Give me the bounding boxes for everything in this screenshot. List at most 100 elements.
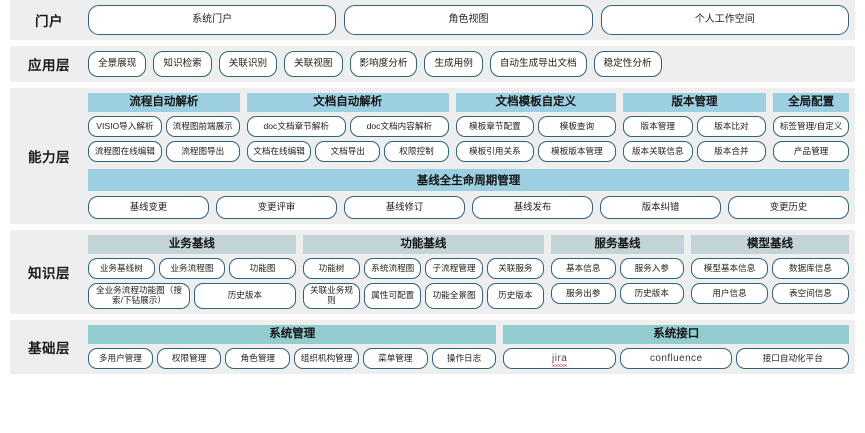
knowledge-item-功能树[interactable]: 功能树 — [302, 258, 361, 280]
capability-item-标签管理-自定义[interactable]: 标签管理/自定义 — [773, 116, 849, 138]
application-button-全景展现[interactable]: 全景展现 — [88, 51, 147, 77]
application-button-知识检索[interactable]: 知识检索 — [153, 51, 212, 77]
confluence-label: confluence — [650, 352, 703, 364]
group-items-服务基线: 基本信息服务入参服务出参历史版本 — [550, 254, 685, 305]
capability-item-权限控制[interactable]: 权限控制 — [384, 141, 449, 163]
capability-item-doc文档内容解析[interactable]: doc文档内容解析 — [349, 116, 449, 138]
capability-item-模板引用关系[interactable]: 模板引用关系 — [455, 141, 534, 163]
portal-button-个人工作空间[interactable]: 个人工作空间 — [600, 5, 849, 35]
capability-item-版本合并[interactable]: 版本合并 — [696, 141, 767, 163]
capability-band-button-变更评审[interactable]: 变更评审 — [216, 196, 337, 220]
capability-item-文档在线编辑[interactable]: 文档在线编辑 — [246, 141, 312, 163]
group-全局配置: 全局配置标签管理/自定义产品管理 — [773, 93, 849, 163]
band-title-基线全生命周期管理: 基线全生命周期管理 — [88, 169, 849, 192]
application-button-自动生成导出文档[interactable]: 自动生成导出文档 — [489, 51, 587, 77]
capability-item-版本比对[interactable]: 版本比对 — [696, 116, 767, 138]
capability-item-流程图前端展示[interactable]: 流程图前端展示 — [165, 116, 240, 138]
capability-item-流程图导出[interactable]: 流程图导出 — [165, 141, 240, 163]
item-row: 模板章节配置模板查询 — [455, 116, 616, 138]
knowledge-item-用户信息[interactable]: 用户信息 — [691, 283, 769, 305]
knowledge-item-功能全景图[interactable]: 功能全景图 — [425, 283, 483, 309]
item-row: 功能树系统流程图子流程管理关联服务 — [302, 258, 544, 280]
capability-item-文档导出[interactable]: 文档导出 — [315, 141, 381, 163]
layer-knowledge: 知识层业务基线业务基线树业务流程图功能图全业务流程功能图（搜索/下钻展示）历史版… — [10, 230, 855, 314]
group-title-文档模板自定义: 文档模板自定义 — [455, 93, 616, 113]
item-row: 用户信息表空间信息 — [691, 283, 850, 305]
base-item-权限管理[interactable]: 权限管理 — [156, 347, 222, 369]
application-button-生成用例[interactable]: 生成用例 — [424, 51, 483, 77]
item-row: 模型基本信息数据库信息 — [691, 258, 850, 280]
group-items-流程自动解析: VISIO导入解析流程图前端展示流程图在线编辑流程图导出 — [88, 112, 240, 163]
item-row: 标签管理/自定义 — [773, 116, 849, 138]
knowledge-item-属性可配置[interactable]: 属性可配置 — [364, 283, 422, 309]
capability-band-button-基线发布[interactable]: 基线发布 — [472, 196, 593, 220]
knowledge-item-关联服务[interactable]: 关联服务 — [486, 258, 544, 280]
knowledge-item-表空间信息[interactable]: 表空间信息 — [772, 283, 850, 305]
knowledge-item-历史版本[interactable]: 历史版本 — [193, 283, 296, 309]
knowledge-item-系统流程图[interactable]: 系统流程图 — [364, 258, 422, 280]
capability-item-模板版本管理[interactable]: 模板版本管理 — [537, 141, 616, 163]
knowledge-item-业务流程图[interactable]: 业务流程图 — [158, 258, 226, 280]
knowledge-item-模型基本信息[interactable]: 模型基本信息 — [691, 258, 769, 280]
group-title-流程自动解析: 流程自动解析 — [88, 93, 240, 113]
capability-item-版本关联信息[interactable]: 版本关联信息 — [622, 141, 693, 163]
group-系统管理: 系统管理多用户管理权限管理角色管理组织机构管理菜单管理操作日志 — [88, 324, 497, 369]
base-item-多用户管理[interactable]: 多用户管理 — [88, 347, 153, 369]
group-items-版本管理: 版本管理版本比对版本关联信息版本合并 — [622, 112, 767, 163]
capability-item-visio导入解析[interactable]: VISIO导入解析 — [88, 116, 162, 138]
capability-item-模板章节配置[interactable]: 模板章节配置 — [455, 116, 534, 138]
knowledge-item-子流程管理[interactable]: 子流程管理 — [425, 258, 483, 280]
knowledge-item-服务出参[interactable]: 服务出参 — [550, 283, 616, 305]
item-row: VISIO导入解析流程图前端展示 — [88, 116, 240, 138]
group-items-系统管理: 多用户管理权限管理角色管理组织机构管理菜单管理操作日志 — [88, 344, 497, 369]
item-row: 关联业务规则属性可配置功能全景图历史版本 — [302, 283, 544, 309]
group-title-全局配置: 全局配置 — [773, 93, 849, 113]
base-item-组织机构管理[interactable]: 组织机构管理 — [294, 347, 359, 369]
group-items-模型基线: 模型基本信息数据库信息用户信息表空间信息 — [691, 254, 850, 305]
group-items-全局配置: 标签管理/自定义产品管理 — [773, 112, 849, 163]
knowledge-item-历史版本[interactable]: 历史版本 — [486, 283, 544, 309]
capability-band-button-变更历史[interactable]: 变更历史 — [728, 196, 849, 220]
knowledge-item-全业务流程功能图-搜索-下钻展示[interactable]: 全业务流程功能图（搜索/下钻展示） — [88, 283, 190, 309]
base-item-操作日志[interactable]: 操作日志 — [431, 347, 497, 369]
base-item-接口自动化平台[interactable]: 接口自动化平台 — [736, 347, 850, 369]
application-button-关联视图[interactable]: 关联视图 — [284, 51, 343, 77]
application-button-关联识别[interactable]: 关联识别 — [218, 51, 278, 77]
base-item-角色管理[interactable]: 角色管理 — [225, 347, 291, 369]
application-button-稳定性分析[interactable]: 稳定性分析 — [593, 51, 662, 77]
capability-item-产品管理[interactable]: 产品管理 — [773, 141, 849, 163]
capability-band-button-版本纠错[interactable]: 版本纠错 — [600, 196, 721, 220]
knowledge-group-row: 业务基线业务基线树业务流程图功能图全业务流程功能图（搜索/下钻展示）历史版本功能… — [88, 235, 850, 309]
portal-button-系统门户[interactable]: 系统门户 — [88, 5, 337, 35]
base-item-菜单管理[interactable]: 菜单管理 — [362, 347, 428, 369]
knowledge-item-数据库信息[interactable]: 数据库信息 — [772, 258, 850, 280]
base-item-jira[interactable]: jira — [503, 347, 616, 369]
base-item-confluence[interactable]: confluence — [619, 347, 733, 369]
knowledge-item-服务入参[interactable]: 服务入参 — [619, 258, 685, 280]
capability-item-流程图在线编辑[interactable]: 流程图在线编辑 — [88, 141, 162, 163]
knowledge-item-基本信息[interactable]: 基本信息 — [550, 258, 616, 280]
capability-band-button-基线变更[interactable]: 基线变更 — [88, 196, 209, 220]
knowledge-item-关联业务规则[interactable]: 关联业务规则 — [302, 283, 361, 309]
application-button-影响度分析[interactable]: 影响度分析 — [349, 51, 418, 77]
capability-item-版本管理[interactable]: 版本管理 — [622, 116, 693, 138]
knowledge-item-业务基线树[interactable]: 业务基线树 — [88, 258, 155, 280]
knowledge-item-历史版本[interactable]: 历史版本 — [619, 283, 685, 305]
capability-band-button-基线修订[interactable]: 基线修订 — [344, 196, 465, 220]
capability-item-doc文档章节解析[interactable]: doc文档章节解析 — [246, 116, 346, 138]
group-功能基线: 功能基线功能树系统流程图子流程管理关联服务关联业务规则属性可配置功能全景图历史版… — [302, 235, 544, 309]
layer-portal: 门户系统门户角色视图个人工作空间 — [10, 0, 855, 40]
group-title-系统管理: 系统管理 — [88, 324, 497, 344]
item-row: 文档在线编辑文档导出权限控制 — [246, 141, 449, 163]
capability-item-模板查询[interactable]: 模板查询 — [537, 116, 616, 138]
portal-button-角色视图[interactable]: 角色视图 — [344, 5, 593, 35]
knowledge-item-功能图[interactable]: 功能图 — [229, 258, 296, 280]
group-业务基线: 业务基线业务基线树业务流程图功能图全业务流程功能图（搜索/下钻展示）历史版本 — [88, 235, 296, 309]
